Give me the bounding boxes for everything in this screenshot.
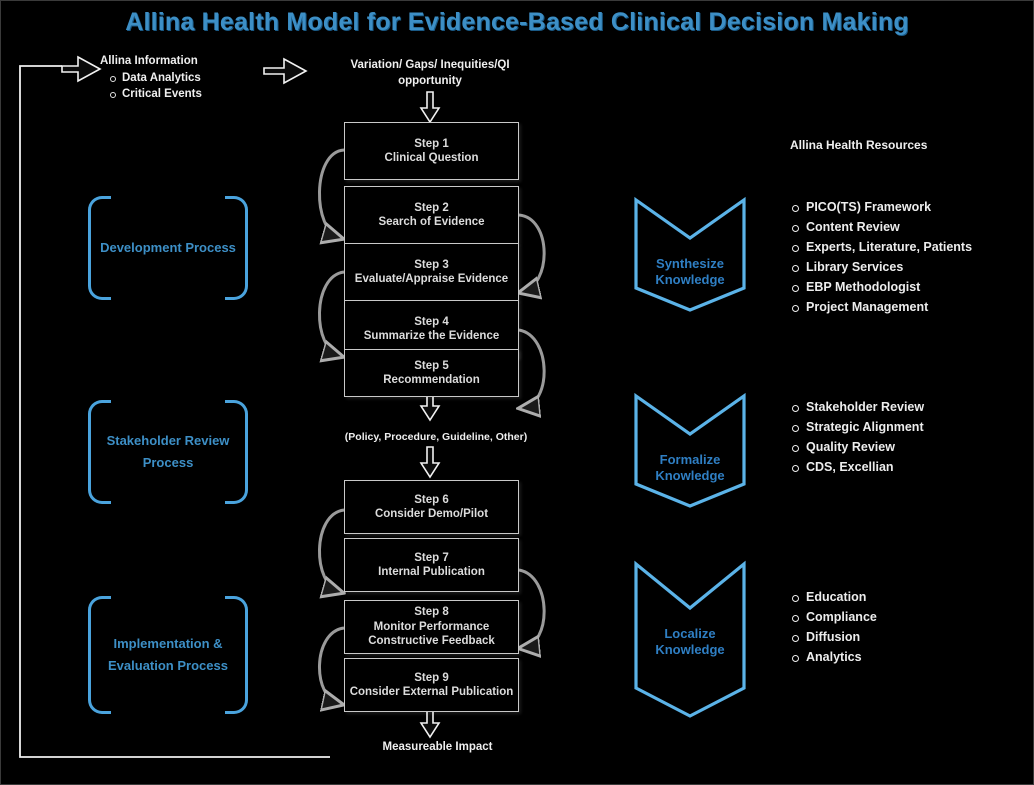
step-box-4[interactable]: Step 4 Summarize the Evidence	[344, 300, 519, 358]
list-item: Stakeholder Review	[792, 400, 1034, 414]
trigger-label: Variation/ Gaps/ Inequities/QI opportuni…	[350, 59, 510, 87]
bracket-left-icon	[88, 196, 111, 300]
resource-group-synthesize: PICO(TS) Framework Content Review Expert…	[790, 200, 1034, 320]
chevron-down-icon	[634, 196, 746, 312]
bracket-right-icon	[225, 196, 248, 300]
process-group-label: Implementation & Evaluation Process	[108, 635, 228, 673]
bracket-left-icon	[88, 400, 111, 504]
list-item: Strategic Alignment	[792, 420, 1034, 434]
step-box-5[interactable]: Step 5 Recommendation	[344, 349, 519, 397]
list-item: PICO(TS) Framework	[792, 200, 1034, 214]
list-item: Quality Review	[792, 440, 1034, 454]
page-title: Allina Health Model for Evidence-Based C…	[125, 8, 909, 36]
bracket-right-icon	[225, 400, 248, 504]
knowledge-phase-localize: Localize Knowledge	[632, 560, 748, 720]
list-item: Experts, Literature, Patients	[792, 240, 1034, 254]
resource-group-localize: Education Compliance Diffusion Analytics	[790, 590, 1034, 670]
process-group-stakeholder: Stakeholder Review Process	[88, 400, 248, 504]
step-text: Clinical Question	[384, 152, 479, 164]
step-box-3[interactable]: Step 3 Evaluate/Appraise Evidence	[344, 243, 519, 301]
list-item: Project Management	[792, 300, 1034, 314]
knowledge-phase-label: Localize Knowledge	[655, 626, 725, 658]
step-text: Evaluate/Appraise Evidence	[354, 273, 509, 285]
step-number: Step 7	[414, 551, 449, 564]
resource-list: Education Compliance Diffusion Analytics	[790, 590, 1034, 664]
process-group-label: Stakeholder Review Process	[106, 432, 230, 470]
step-text: Search of Evidence	[378, 216, 485, 228]
step-text: Monitor Performance Constructive Feedbac…	[368, 620, 495, 648]
step-number: Step 3	[414, 258, 449, 271]
list-item: Data Analytics	[110, 71, 270, 87]
list-item: Education	[792, 590, 1034, 604]
policy-label: (Policy, Procedure, Guideline, Other)	[344, 431, 528, 443]
step-box-9[interactable]: Step 9 Consider External Publication	[344, 658, 519, 712]
list-item: Analytics	[792, 650, 1034, 664]
chevron-down-icon	[634, 392, 746, 508]
process-group-development: Development Process	[88, 196, 248, 300]
step-number: Step 2	[414, 201, 449, 214]
allina-information-heading: Allina Information	[100, 55, 198, 67]
step-number: Step 5	[414, 359, 449, 372]
measurable-impact-label: Measureable Impact	[382, 741, 493, 753]
knowledge-phase-formalize: Formalize Knowledge	[632, 392, 748, 510]
step-text: Recommendation	[383, 374, 480, 386]
list-item: Critical Events	[110, 87, 270, 103]
allina-information-list: Data Analytics Critical Events	[100, 71, 270, 103]
step-box-7[interactable]: Step 7 Internal Publication	[344, 538, 519, 592]
bracket-right-icon	[225, 596, 248, 714]
step-text: Consider Demo/Pilot	[374, 508, 489, 520]
list-item: CDS, Excellian	[792, 460, 1034, 474]
step-text: Summarize the Evidence	[363, 330, 500, 342]
step-number: Step 4	[414, 315, 449, 328]
step-number: Step 9	[414, 671, 449, 684]
list-item: EBP Methodologist	[792, 280, 1034, 294]
step-box-1[interactable]: Step 1 Clinical Question	[344, 122, 519, 180]
resource-group-formalize: Stakeholder Review Strategic Alignment Q…	[790, 400, 1034, 480]
process-group-label: Development Process	[100, 239, 236, 255]
step-text: Consider External Publication	[349, 686, 514, 698]
chevron-down-icon	[634, 560, 746, 718]
resource-list: Stakeholder Review Strategic Alignment Q…	[790, 400, 1034, 474]
list-item: Library Services	[792, 260, 1034, 274]
list-item: Compliance	[792, 610, 1034, 624]
step-box-8[interactable]: Step 8 Monitor Performance Constructive …	[344, 600, 519, 654]
allina-information-block: Allina Information Data Analytics Critic…	[100, 54, 270, 103]
step-box-6[interactable]: Step 6 Consider Demo/Pilot	[344, 480, 519, 534]
process-group-implementation: Implementation & Evaluation Process	[88, 596, 248, 714]
list-item: Diffusion	[792, 630, 1034, 644]
list-item: Content Review	[792, 220, 1034, 234]
bracket-left-icon	[88, 596, 111, 714]
knowledge-phase-label: Formalize Knowledge	[655, 452, 725, 484]
step-number: Step 8	[414, 606, 449, 619]
step-number: Step 1	[414, 137, 449, 150]
step-box-2[interactable]: Step 2 Search of Evidence	[344, 186, 519, 244]
step-text: Internal Publication	[378, 566, 485, 578]
step-number: Step 6	[414, 493, 449, 506]
resource-list: PICO(TS) Framework Content Review Expert…	[790, 200, 1034, 314]
knowledge-phase-label: Synthesize Knowledge	[655, 256, 725, 288]
resources-title: Allina Health Resources	[790, 138, 928, 152]
knowledge-phase-synthesize: Synthesize Knowledge	[632, 196, 748, 314]
